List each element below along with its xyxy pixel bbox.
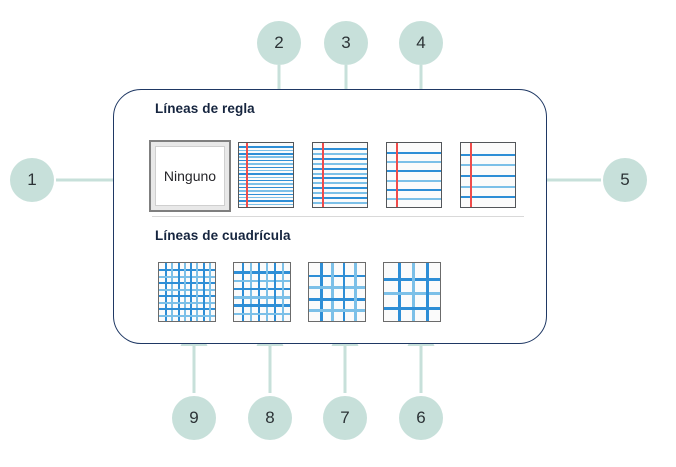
section-title-ruled-lines: Líneas de regla [155, 101, 255, 116]
callout-8-number: 8 [265, 408, 275, 427]
swatch-slot-none: Ninguno [146, 138, 238, 214]
callout-2: 2 [257, 21, 301, 65]
swatch-slot-grid-large [383, 262, 458, 332]
callout-5: 5 [603, 158, 647, 202]
section-title-grid-lines: Líneas de cuadrícula [155, 228, 291, 243]
swatch-slot-grid-medium [308, 262, 383, 332]
swatch-slot-grid-small [233, 262, 308, 332]
callout-6: 6 [399, 396, 443, 440]
ruled-extra-wide-swatch[interactable] [460, 142, 516, 208]
callout-8: 8 [248, 396, 292, 440]
callout-2-number: 2 [274, 33, 284, 52]
grid-fine-swatch[interactable] [158, 262, 216, 322]
swatch-slot-ruled-medium [312, 138, 386, 214]
callout-3: 3 [324, 21, 368, 65]
swatch-slot-ruled-extra-wide [460, 138, 534, 214]
section-divider [152, 216, 524, 217]
callout-6-number: 6 [416, 408, 426, 427]
grid-lines-swatch-row [158, 262, 458, 332]
none-swatch[interactable]: Ninguno [149, 140, 231, 212]
callout-9: 9 [172, 396, 216, 440]
callout-9-number: 9 [189, 408, 199, 427]
swatch-slot-grid-fine [158, 262, 233, 332]
callout-7-number: 7 [340, 408, 350, 427]
grid-small-swatch[interactable] [233, 262, 291, 322]
callout-7: 7 [323, 396, 367, 440]
callout-1-number: 1 [27, 170, 37, 189]
ruled-wide-swatch[interactable] [386, 142, 442, 208]
callout-1: 1 [10, 158, 54, 202]
grid-medium-swatch[interactable] [308, 262, 366, 322]
none-swatch-label: Ninguno [155, 146, 225, 206]
swatch-slot-ruled-wide [386, 138, 460, 214]
callout-5-number: 5 [620, 170, 630, 189]
ruled-narrow-swatch[interactable] [238, 142, 294, 208]
grid-large-swatch[interactable] [383, 262, 441, 322]
ruled-lines-swatch-row: Ninguno [146, 138, 534, 214]
callout-3-number: 3 [341, 33, 351, 52]
callout-4: 4 [399, 21, 443, 65]
swatch-slot-ruled-narrow [238, 138, 312, 214]
callout-4-number: 4 [416, 33, 426, 52]
ruled-medium-swatch[interactable] [312, 142, 368, 208]
